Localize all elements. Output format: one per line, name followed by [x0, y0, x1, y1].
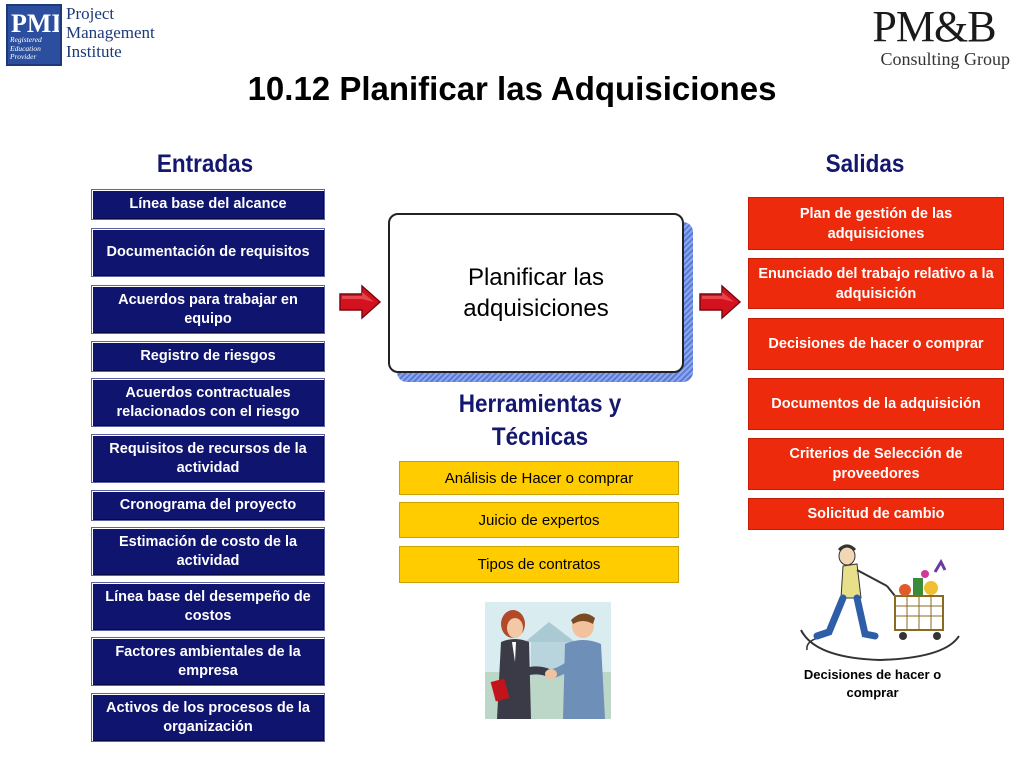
shopping-cart-illustration	[800, 544, 960, 662]
input-item: Activos de los procesos de la organizaci…	[91, 693, 325, 742]
input-item: Línea base del desempeño de costos	[91, 582, 325, 631]
output-item: Decisiones de hacer o comprar	[748, 318, 1004, 370]
tool-item: Análisis de Hacer o comprar	[399, 461, 679, 495]
cart-caption: Decisiones de hacer o comprar	[780, 666, 965, 702]
tools-heading-line1: Herramientas y	[458, 390, 622, 418]
right-arrow-icon	[699, 284, 742, 320]
input-item: Documentación de requisitos	[91, 228, 325, 277]
pmi-registered-text: Registered Education Provider	[10, 35, 42, 61]
right-arrow-icon	[339, 284, 382, 320]
pmi-logo-icon: PMI Registered Education Provider	[6, 4, 62, 66]
outputs-heading: Salidas	[825, 150, 905, 178]
pmi-mark-text: PMI	[11, 9, 59, 36]
pmi-wordmark: Project Management Institute	[66, 4, 155, 61]
output-item: Criterios de Selección de proveedores	[748, 438, 1004, 490]
pmi-logo: PMI Registered Education Provider Projec…	[6, 4, 155, 68]
inputs-heading: Entradas	[156, 150, 254, 178]
output-item: Solicitud de cambio	[748, 498, 1004, 530]
handshake-illustration	[485, 602, 611, 719]
input-item: Cronograma del proyecto	[91, 490, 325, 521]
page-title: 10.12 Planificar las Adquisiciones	[247, 70, 777, 107]
output-item: Documentos de la adquisición	[748, 378, 1004, 430]
pmb-logo-main: PM&B	[872, 2, 996, 51]
output-item: Plan de gestión de las adquisiciones	[748, 197, 1004, 250]
input-item: Registro de riesgos	[91, 341, 325, 372]
input-item: Estimación de costo de la actividad	[91, 527, 325, 576]
pmi-monogram-icon: PMI	[11, 9, 59, 36]
input-item: Acuerdos para trabajar en equipo	[91, 285, 325, 334]
pmb-logo: PM&B Consulting Group	[854, 2, 1014, 69]
tool-item: Tipos de contratos	[399, 546, 679, 583]
process-label-line1: Planificar las	[467, 264, 605, 291]
process-box: Planificar las adquisiciones	[388, 213, 684, 373]
process-label-line2: adquisiciones	[463, 295, 609, 322]
pmb-logo-sub: Consulting Group	[880, 49, 1010, 69]
tool-item: Juicio de expertos	[399, 502, 679, 538]
input-item: Factores ambientales de la empresa	[91, 637, 325, 686]
tools-heading-line2: Técnicas	[491, 423, 589, 451]
input-item: Acuerdos contractuales relacionados con …	[91, 378, 325, 427]
cart-caption-line2: comprar	[846, 685, 899, 700]
input-item: Línea base del alcance	[91, 189, 325, 220]
input-item: Requisitos de recursos de la actividad	[91, 434, 325, 483]
cart-caption-line1: Decisiones de hacer o	[803, 667, 942, 682]
tools-heading: Herramientas y Técnicas	[441, 388, 639, 454]
output-item: Enunciado del trabajo relativo a la adqu…	[748, 258, 1004, 309]
